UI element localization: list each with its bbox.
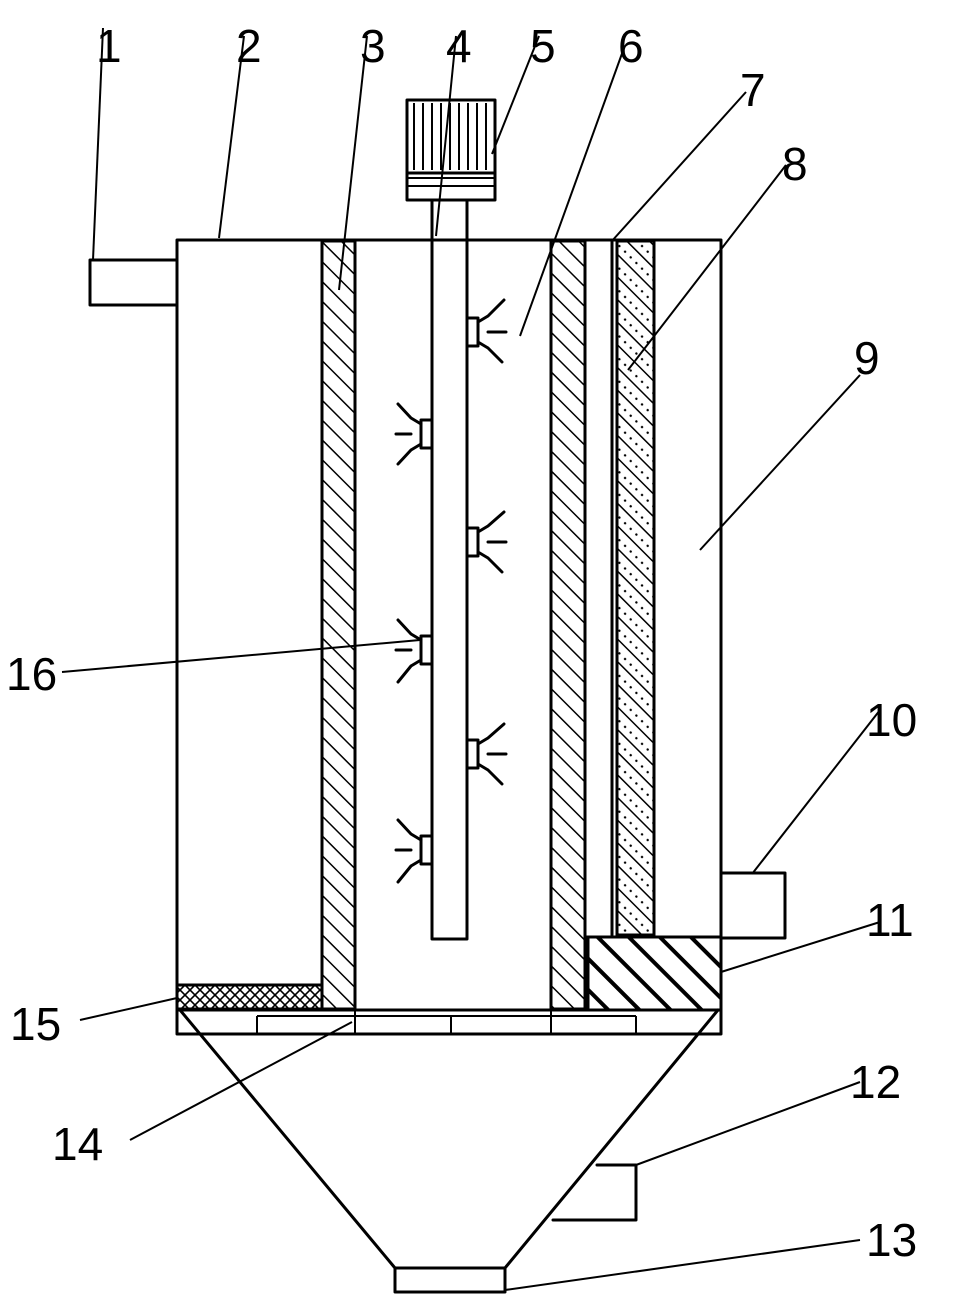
base-plate — [175, 1008, 723, 1036]
label-2: 2 — [236, 20, 262, 72]
left-filter-wall — [320, 239, 357, 1011]
inlet-pipe — [88, 258, 179, 307]
leader-line-6 — [519, 47, 625, 337]
dotted-filter-layer — [615, 239, 656, 937]
leader-line-5 — [491, 35, 540, 155]
leader-line-8 — [627, 164, 787, 371]
label-13: 13 — [866, 1214, 917, 1266]
label-8: 8 — [782, 138, 808, 190]
label-11: 11 — [866, 894, 914, 946]
spray-nozzle — [394, 618, 434, 684]
leader-line-7 — [610, 91, 747, 243]
label-14: 14 — [52, 1118, 103, 1170]
label-12: 12 — [850, 1056, 901, 1108]
bottom-outlet — [393, 1266, 507, 1294]
spray-nozzle — [465, 298, 508, 364]
label-6: 6 — [618, 20, 644, 72]
middle-filter-wall — [549, 239, 587, 1011]
leader-line-15 — [79, 997, 178, 1021]
leader-line-12 — [635, 1081, 861, 1166]
side-outlet — [551, 1163, 638, 1222]
cone-hopper — [178, 1008, 720, 1270]
label-5: 5 — [530, 20, 556, 72]
leader-line-14 — [129, 1021, 353, 1141]
leader-line-11 — [720, 921, 881, 973]
spray-nozzle — [465, 722, 508, 786]
outlet-box — [719, 871, 787, 940]
label-1: 1 — [96, 20, 122, 72]
label-16: 16 — [6, 648, 57, 700]
label-7: 7 — [740, 64, 766, 116]
label-9: 9 — [854, 332, 880, 384]
label-4: 4 — [446, 20, 472, 72]
spray-nozzle — [465, 510, 508, 574]
leader-line-10 — [751, 709, 881, 875]
leader-line-1 — [92, 27, 104, 261]
rotating-shaft — [430, 198, 469, 941]
leader-line-9 — [699, 374, 861, 551]
label-15: 15 — [10, 998, 61, 1050]
seal-block — [586, 935, 723, 1012]
mesh-bottom — [175, 983, 324, 1011]
leader-line-3 — [338, 35, 368, 291]
leader-line-2 — [218, 35, 245, 239]
spray-nozzle — [394, 402, 434, 466]
leader-line-13 — [504, 1239, 861, 1291]
label-10: 10 — [866, 694, 917, 746]
spray-nozzle — [394, 818, 434, 884]
leader-line-16 — [61, 639, 421, 673]
label-3: 3 — [360, 20, 386, 72]
leader-line-4 — [435, 35, 457, 237]
